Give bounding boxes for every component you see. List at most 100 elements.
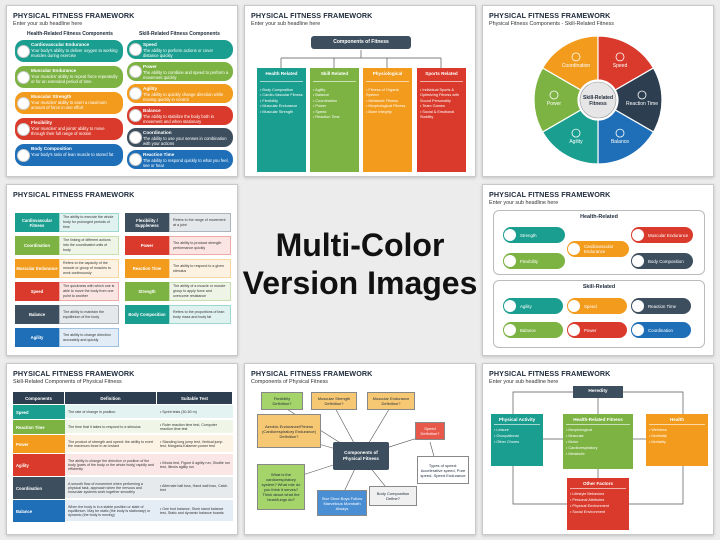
row-test: • Ruler reaction time test, Computer rea… [157,420,233,434]
flow-box-item: • Cardiorespiratory [566,445,598,450]
skill-card-heading: Skill-Related [582,284,616,290]
row-test: • Illinois test, Figure 8 agility run, S… [157,454,233,476]
mindmap-node: Types of speed: Accelerative speed, Pure… [417,456,469,484]
multi-color-caption: Multi-Color Version Images [238,226,482,303]
category-column: Physiological• Fitness of Organic System… [363,68,412,172]
wheel-segment [597,35,655,91]
flow-box: Physical Activity• Leisure• Occupational… [491,414,543,466]
row-component: Speed [13,405,65,419]
slide-3[interactable]: PHYSICAL FITNESS FRAMEWORK Physical Fitn… [482,5,714,177]
mindmap-node: Muscular Strength Definition? [311,392,357,410]
segment-icon [615,128,625,138]
row-component: Reaction Time [13,420,65,434]
component-label: Agility [15,328,59,347]
health-chip: Cardiovascular Endurance [567,241,629,257]
mindmap-node: Aerobic Endurance/Fitness (Cardiorespira… [257,414,321,448]
category-item: • Power [313,104,327,109]
slide-4[interactable]: PHYSICAL FITNESS FRAMEWORK Cardiovascula… [6,184,238,356]
category-item: • Muscular Strength [260,109,294,114]
segment-label: Reaction Time [626,101,658,107]
skill-chip: Reaction Time [631,298,691,314]
wheel-segment [541,35,599,91]
mindmap-node: Muscular Endurance Definition? [367,392,415,410]
category-item: • Flexibility [260,98,278,103]
component-icon [17,96,30,110]
wheel-center [579,81,617,119]
row-component: Balance [13,500,65,522]
category-item: • Team Games [420,104,445,109]
flow-box: Health-Related Fitness• Morphological• M… [563,414,633,469]
caption-line-1: Multi-Color [275,227,445,263]
row-definition: A smooth flow of movement when performin… [65,477,157,499]
flow-box: Health• Wellness• Morbidity• Mortality [646,414,708,466]
slide-title: PHYSICAL FITNESS FRAMEWORK [251,11,373,20]
segment-icon [571,128,581,138]
flow-box-item: • Wellness [649,428,667,432]
chip-icon [568,243,580,255]
slide-6[interactable]: PHYSICAL FITNESS FRAMEWORK Skill-Related… [6,363,238,535]
category-column: Skill Related• Agility• Balance• Coordin… [310,68,359,172]
chip-icon [504,255,516,267]
health-chip: Flexibility [503,253,565,269]
heredity-box: Heredity [573,386,623,398]
health-chip: Muscular Endurance [631,227,693,243]
category-item: • Speed [313,109,327,114]
slide-1[interactable]: PHYSICAL FITNESS FRAMEWORK Enter your su… [6,5,238,177]
component-desc: The ability to combine and speed to perf… [143,69,229,80]
health-related-heading: Health-Related Fitness Components [27,31,113,37]
slide-subtitle: Enter your sub headline here [251,21,321,27]
chip-label: Flexibility [520,258,539,264]
flow-box-item: • Motor [566,439,579,444]
row-definition: The ability to change the direction or p… [65,454,157,476]
skill-chip: Speed [567,298,627,314]
slide-title: PHYSICAL FITNESS FRAMEWORK [13,369,135,378]
chip-icon [632,300,644,312]
component-definition: The ability of a muscle or muscle group … [169,282,231,301]
category-item: • Metabolic Fitness [366,98,398,103]
flow-box-item: • Metabolic [566,451,585,456]
segment-icon [571,52,581,62]
row-test: • Alternate ball toss, Hand wall toss, C… [157,477,233,499]
component-label: Reaction Time [125,259,169,278]
category-heading: Sports Related [420,71,463,82]
wheel-center-label: Skill-Related [583,95,613,101]
component-icon [17,148,30,162]
chip-label: Muscular Endurance [648,232,689,238]
component-definition: Refers to the proportions of lean body m… [169,305,231,324]
slide-subtitle: Enter your sub headline here [13,21,83,27]
mindmap-center: Components of Physical Fitness [333,442,389,470]
category-item: • Reaction Time [313,115,340,120]
chip-label: Cardiovascular Endurance [584,244,614,254]
chip-label: Agility [520,303,532,309]
row-component: Coordination [13,477,65,499]
component-desc: The ability to respond quickly to what y… [143,157,229,168]
slide-subtitle: Skill-Related Components of Physical Fit… [13,379,122,385]
table-header: Components [13,392,65,404]
category-column: Health Related• Body Composition• Cardio… [257,68,306,172]
component-desc: The ability to stabilize the body both i… [143,113,214,124]
slide-7[interactable]: PHYSICAL FITNESS FRAMEWORK Components of… [244,363,476,535]
flow-box: Other Factors• Lifestyle Behaviors• Pers… [567,478,629,530]
flow-box-item: • Lifestyle Behaviors [570,492,605,496]
segment-label: Power [547,101,562,107]
slide-2[interactable]: PHYSICAL FITNESS FRAMEWORK Enter your su… [244,5,476,177]
category-item: • Social & Emotional Stability [420,109,455,120]
flow-box-item: • Social Environment [570,509,606,514]
slide-8[interactable]: PHYSICAL FITNESS FRAMEWORK Enter your su… [482,363,714,535]
slide-5[interactable]: PHYSICAL FITNESS FRAMEWORK Enter your su… [482,184,714,356]
slide-title: PHYSICAL FITNESS FRAMEWORK [489,190,611,199]
category-item: • Coordination [313,98,337,103]
component-icon [129,43,142,56]
flow-box-heading: Other Factors [570,481,626,489]
flow-box-item: • Physical Environment [570,503,609,508]
slide-subtitle: Enter your sub headline here [489,379,559,385]
